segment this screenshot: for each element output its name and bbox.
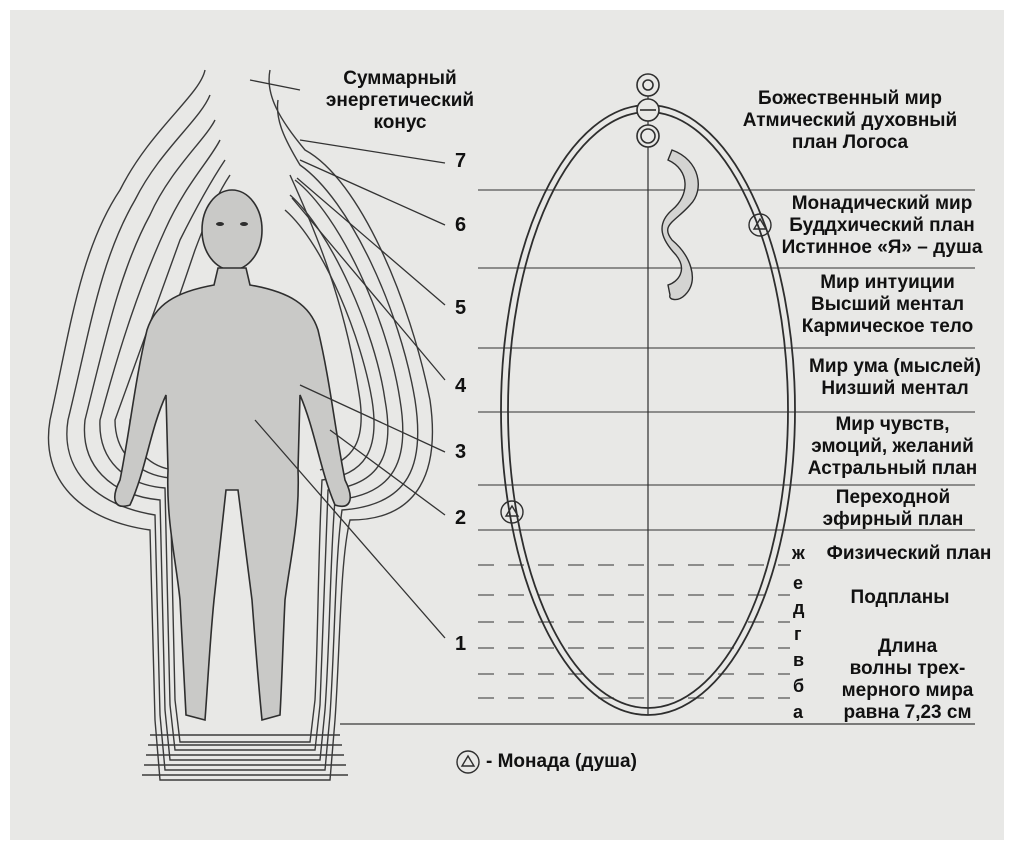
layer-number-2: 2 — [455, 507, 466, 530]
legend-monad-label: - Монада (душа) — [486, 751, 637, 773]
plane-label-etheric: Переходной эфирный план — [808, 487, 978, 531]
wavelength-label: Длина волны трех- мерного мира равна 7,2… — [825, 636, 990, 724]
subplane-letter-a: а — [793, 702, 803, 723]
layer-number-3: 3 — [455, 441, 466, 464]
subplane-letter-g: г — [794, 624, 802, 645]
subplanes-label: Подпланы — [840, 587, 960, 609]
plane-label-physical: Физический план — [818, 543, 1000, 565]
subplane-letter-e: е — [793, 573, 803, 594]
plane-label-mind: Мир ума (мыслей) Низший ментал — [795, 356, 995, 400]
layer-number-5: 5 — [455, 297, 466, 320]
layer-number-4: 4 — [455, 375, 466, 398]
cone-label: Суммарный энергетический конус — [310, 68, 490, 134]
plane-label-intuition: Мир интуиции Высший ментал Кармическое т… — [795, 272, 980, 338]
subplane-letter-b: б — [793, 676, 804, 697]
layer-number-6: 6 — [455, 214, 466, 237]
subplane-letter-d: д — [793, 598, 804, 619]
plane-label-monadic: Монадический мир Буддхический план Истин… — [772, 193, 992, 259]
plane-label-divine: Божественный мир Атмический духовный пла… — [735, 88, 965, 154]
plane-label-astral: Мир чувств, эмоций, желаний Астральный п… — [800, 414, 985, 480]
layer-number-7: 7 — [455, 150, 466, 173]
top-circles — [637, 74, 659, 147]
subplane-letter-v: в — [793, 650, 804, 671]
subplane-letter-zh: ж — [792, 543, 805, 564]
layer-number-1: 1 — [455, 633, 466, 656]
